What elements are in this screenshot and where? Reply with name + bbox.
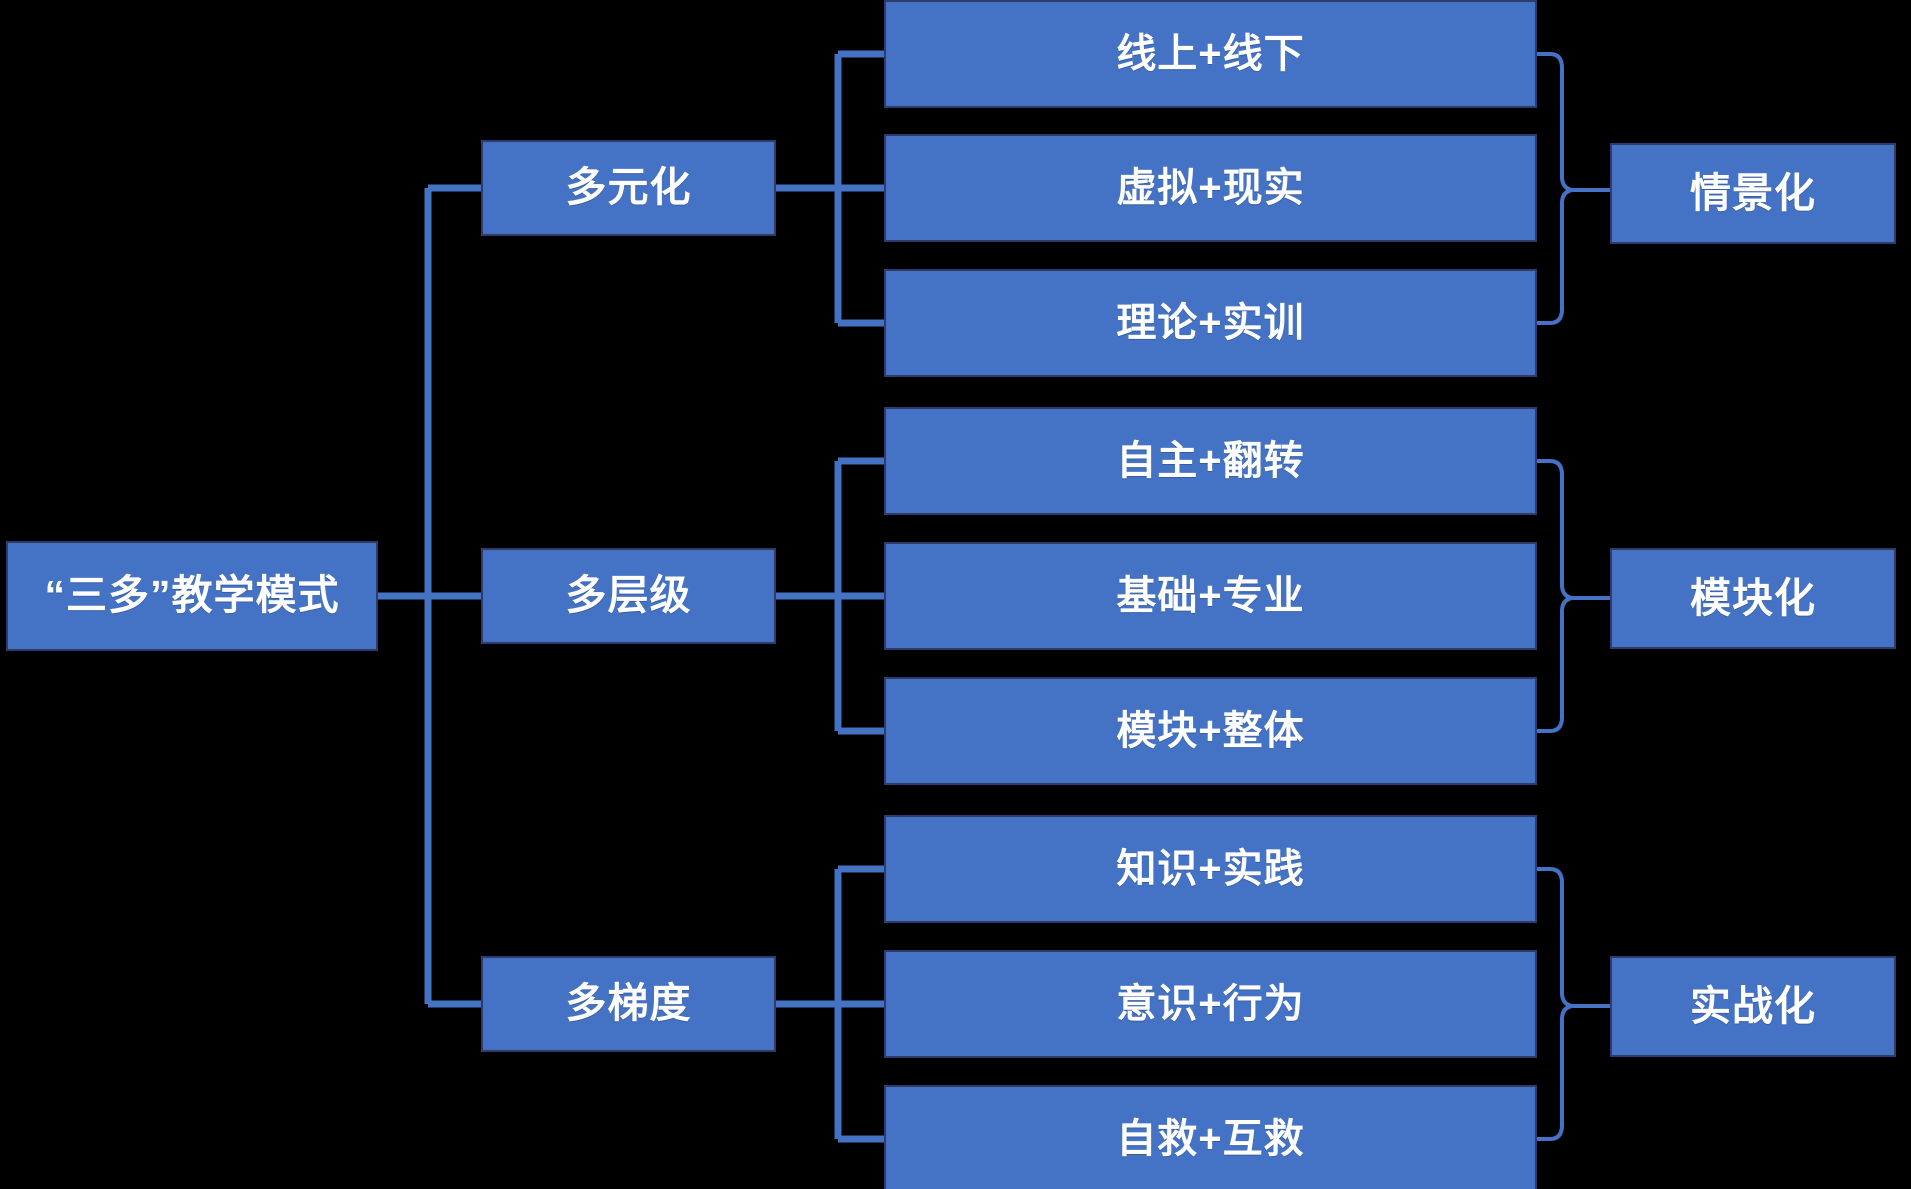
outcome-node-1[interactable]: 情景化 <box>1610 143 1896 244</box>
root-node[interactable]: “三多”教学模式 <box>6 541 378 651</box>
brace-outcome-1 <box>1535 52 1574 325</box>
root-node-label: “三多”教学模式 <box>44 572 340 619</box>
leaf-node-2-1-label: 自主+翻转 <box>1116 439 1305 483</box>
leaf-node-3-3-label: 自救+互救 <box>1116 1117 1305 1161</box>
leaf-node-3-3[interactable]: 自救+互救 <box>884 1085 1537 1189</box>
leaf-node-3-1[interactable]: 知识+实践 <box>884 815 1537 923</box>
leaf-node-1-3[interactable]: 理论+实训 <box>884 269 1537 377</box>
leaf-node-2-1[interactable]: 自主+翻转 <box>884 407 1537 515</box>
brace-outcome-2 <box>1535 459 1574 733</box>
leaf-node-1-3-label: 理论+实训 <box>1116 301 1305 345</box>
outcome-node-3-label: 实战化 <box>1690 982 1816 1029</box>
outcome-node-2-label: 模块化 <box>1690 574 1816 621</box>
leaf-node-1-1-label: 线上+线下 <box>1116 32 1305 76</box>
leaf-node-1-1[interactable]: 线上+线下 <box>884 0 1537 108</box>
brace-outcome-3 <box>1535 867 1574 1141</box>
leaf-node-2-3[interactable]: 模块+整体 <box>884 677 1537 785</box>
leaf-node-1-2-label: 虚拟+现实 <box>1116 166 1305 210</box>
leaf-node-3-2-label: 意识+行为 <box>1116 982 1305 1026</box>
branch-node-3[interactable]: 多梯度 <box>481 956 776 1052</box>
leaf-node-2-2-label: 基础+专业 <box>1116 574 1305 618</box>
branch-node-2-label: 多层级 <box>565 572 692 619</box>
leaf-node-2-2[interactable]: 基础+专业 <box>884 542 1537 650</box>
outcome-node-2[interactable]: 模块化 <box>1610 548 1896 649</box>
branch-node-3-label: 多梯度 <box>565 980 692 1027</box>
branch-node-2[interactable]: 多层级 <box>481 548 776 644</box>
outcome-node-1-label: 情景化 <box>1690 169 1816 216</box>
leaf-node-2-3-label: 模块+整体 <box>1116 709 1305 753</box>
branch-node-1-label: 多元化 <box>565 164 692 211</box>
outcome-node-3[interactable]: 实战化 <box>1610 956 1896 1057</box>
leaf-node-3-1-label: 知识+实践 <box>1116 847 1305 891</box>
leaf-node-1-2[interactable]: 虚拟+现实 <box>884 134 1537 242</box>
leaf-node-3-2[interactable]: 意识+行为 <box>884 950 1537 1058</box>
branch-node-1[interactable]: 多元化 <box>481 140 776 236</box>
